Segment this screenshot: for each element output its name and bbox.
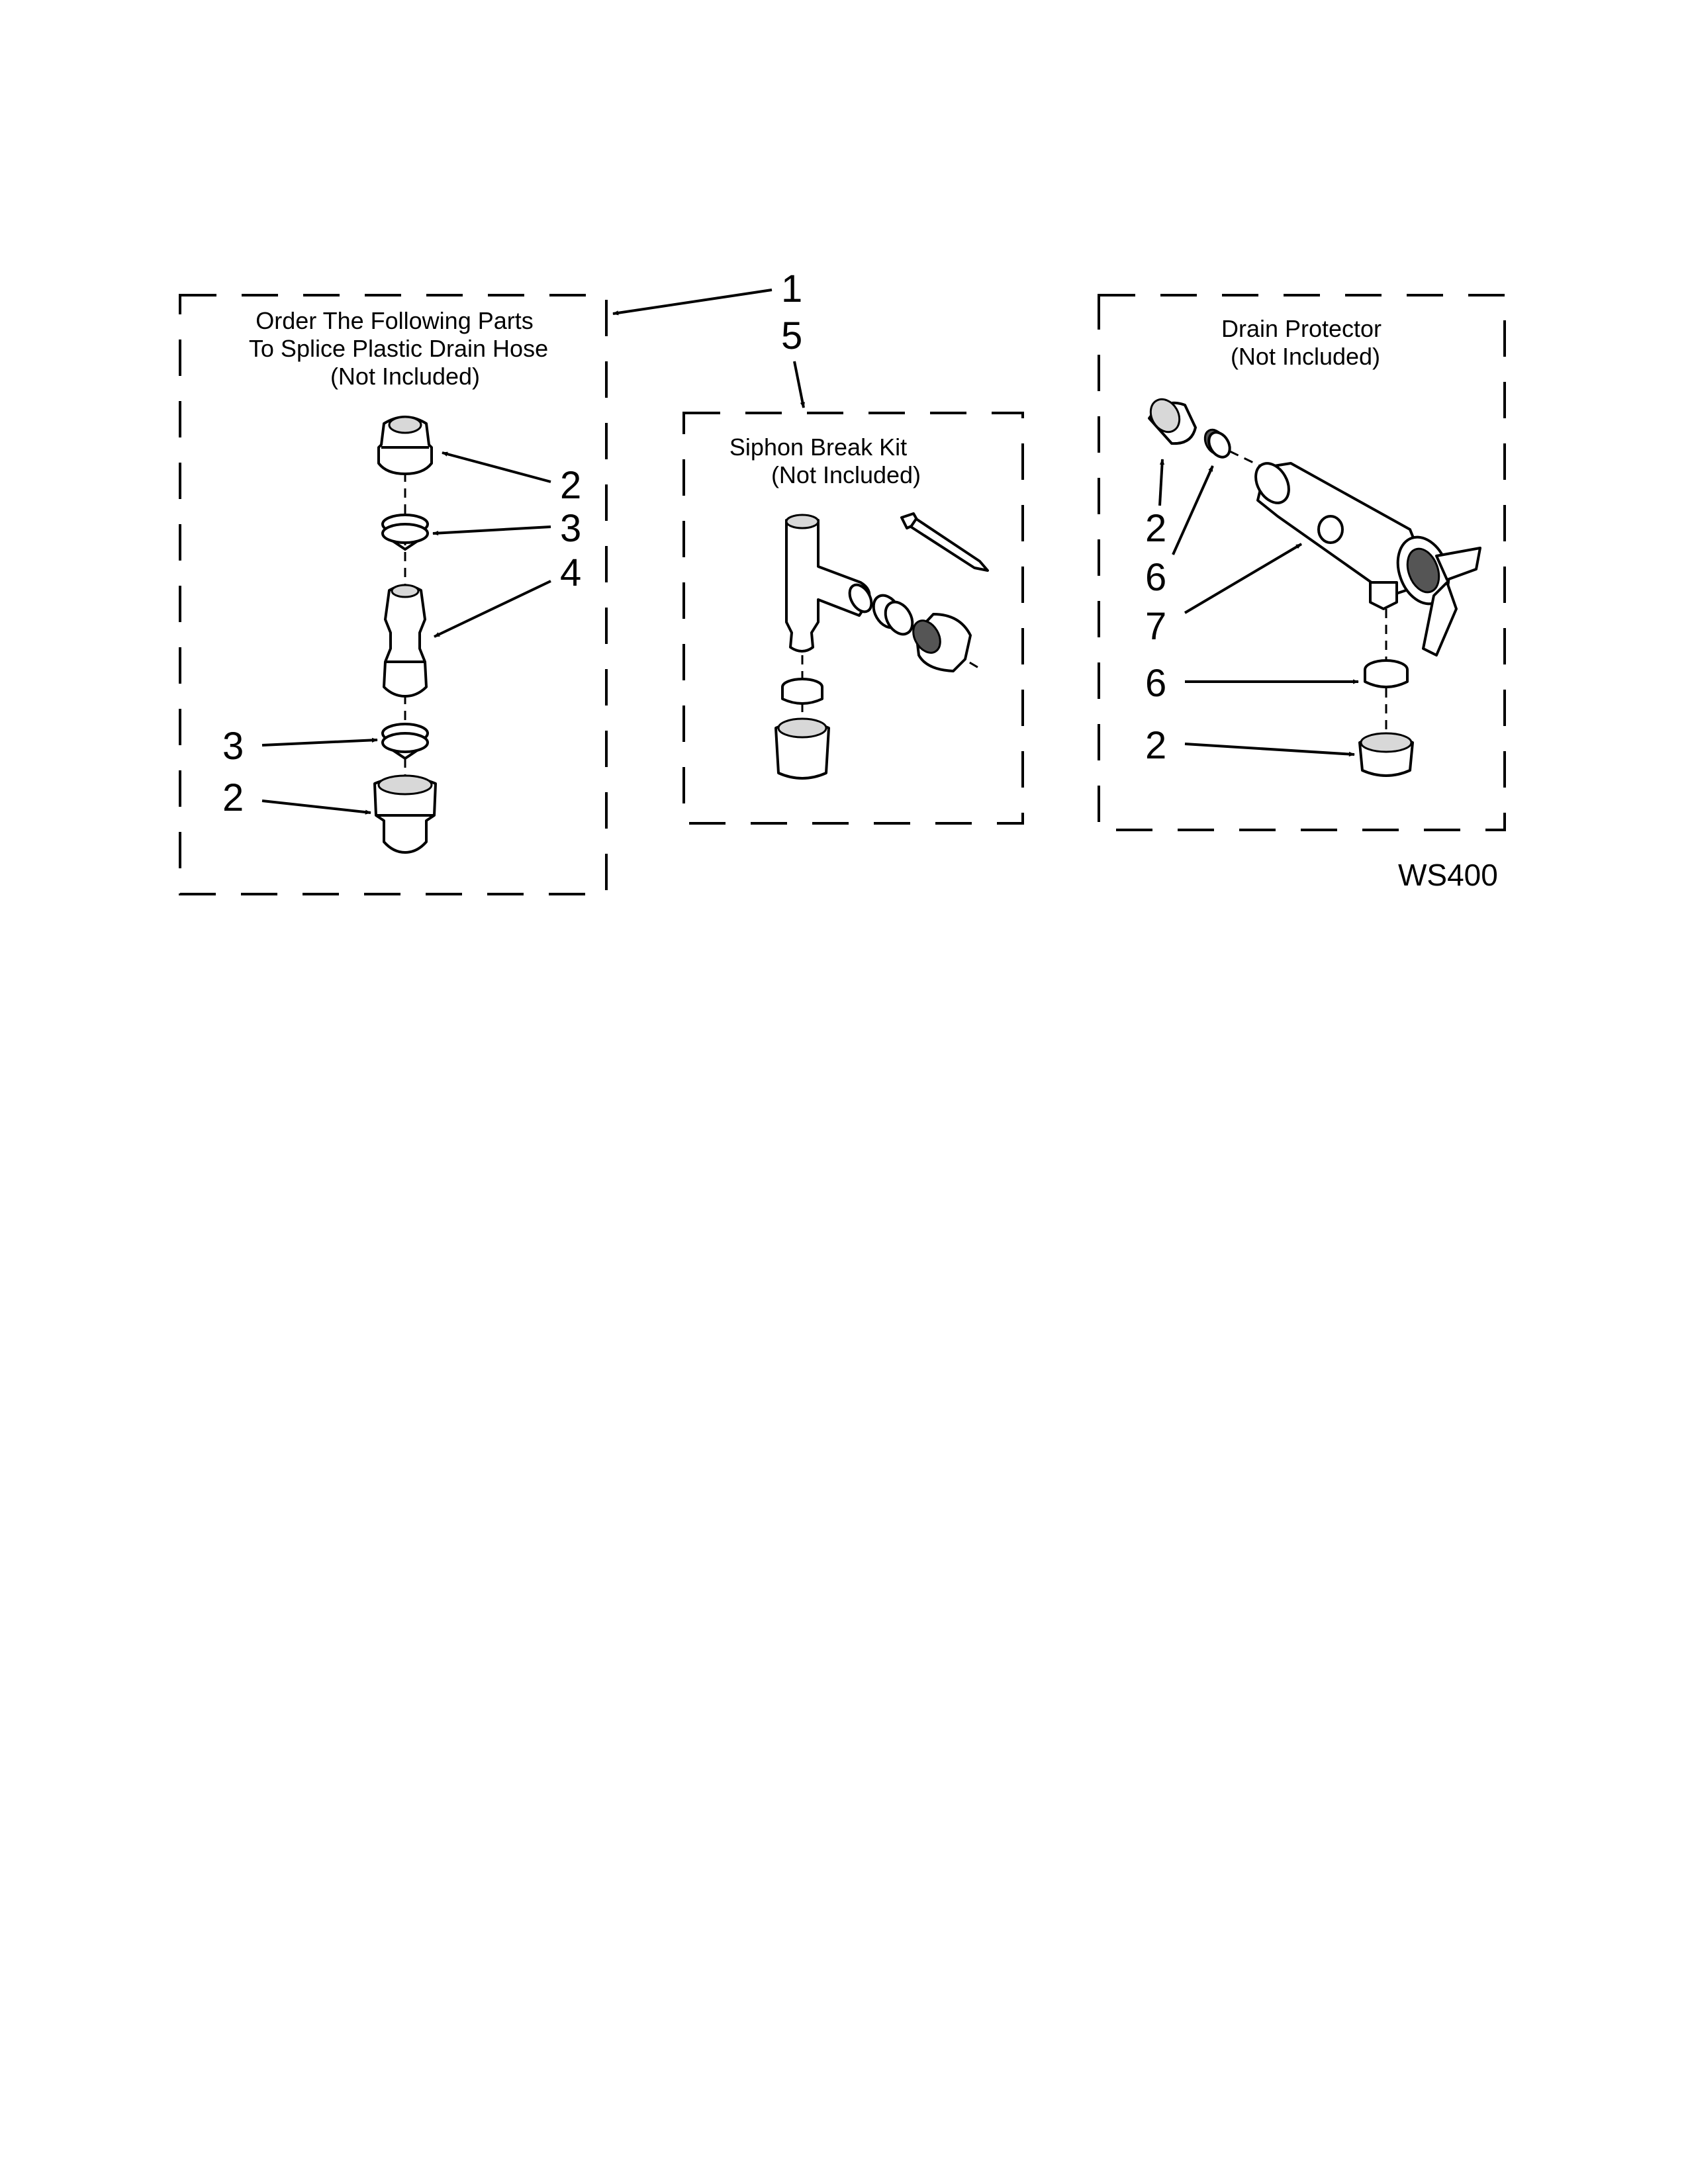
leader-2-splice-top xyxy=(442,451,551,483)
drain-protector-body xyxy=(1254,462,1481,657)
leader-2-drain-bottom xyxy=(1184,743,1355,757)
siphon-panel: Siphon Break Kit (Not Included) xyxy=(682,412,1024,825)
drain-coupling-bottom xyxy=(1358,732,1414,777)
splice-clamp-top xyxy=(381,514,429,551)
callout-1: 1 xyxy=(781,267,802,310)
siphon-adapter-right xyxy=(912,613,972,672)
siphon-tee-fitting xyxy=(785,514,873,653)
reference-code: WS400 xyxy=(1398,858,1498,892)
siphon-clamp-small xyxy=(872,594,914,636)
splice-panel-title-line-2: To Splice Plastic Drain Hose xyxy=(249,335,548,362)
splice-coupling-top xyxy=(377,416,433,475)
splice-panel-title-line-3: (Not Included) xyxy=(330,363,480,390)
leader-2-splice-bottom xyxy=(261,799,371,815)
splice-clamp-bottom xyxy=(381,723,429,760)
callout-4-splice: 4 xyxy=(560,551,581,594)
siphon-panel-title-line-2: (Not Included) xyxy=(771,461,921,488)
splice-connector xyxy=(383,584,428,698)
drain-panel-border xyxy=(1098,294,1506,831)
callout-6-drain-top: 6 xyxy=(1145,556,1166,599)
siphon-panel-border xyxy=(682,412,1024,825)
callout-2-splice-bottom: 2 xyxy=(222,776,244,819)
siphon-coupling-bottom xyxy=(774,717,830,780)
drain-clamp-bottom xyxy=(1364,659,1409,688)
drain-panel-title-line-2: (Not Included) xyxy=(1231,343,1380,370)
leader-6-drain-top xyxy=(1172,465,1214,555)
callout-7-drain: 7 xyxy=(1145,605,1166,648)
leader-3-splice-top xyxy=(432,525,551,536)
drain-coupling-top xyxy=(1148,398,1197,445)
callout-3-splice-bottom: 3 xyxy=(222,725,244,768)
splice-panel-border xyxy=(179,294,608,895)
callout-5: 5 xyxy=(781,314,802,357)
drain-panel: Drain Protector (Not Included) xyxy=(1098,294,1506,831)
siphon-panel-title-line-1: Siphon Break Kit xyxy=(729,433,907,461)
leader-1 xyxy=(612,289,773,316)
splice-panel-title-line-1: Order The Following Parts xyxy=(256,307,534,334)
splice-coupling-bottom xyxy=(373,774,437,854)
callout-6-drain-bottom: 6 xyxy=(1145,662,1166,705)
splice-panel: Order The Following Parts To Splice Plas… xyxy=(179,294,608,895)
callout-3-splice-top: 3 xyxy=(560,507,581,550)
leader-5 xyxy=(793,361,805,408)
siphon-clamp-bottom xyxy=(781,678,823,705)
leader-3-splice-bottom xyxy=(261,737,378,747)
siphon-cable-tie xyxy=(900,512,989,572)
leader-2-drain-top xyxy=(1158,459,1165,506)
leader-4-splice xyxy=(434,580,551,638)
leader-7-drain xyxy=(1184,543,1303,614)
callout-2-drain-bottom: 2 xyxy=(1145,724,1166,767)
callout-2-splice-top: 2 xyxy=(560,464,581,507)
drain-clamp-top xyxy=(1203,428,1231,459)
drain-panel-title-line-1: Drain Protector xyxy=(1221,315,1382,342)
callout-2-drain-top: 2 xyxy=(1145,507,1166,550)
